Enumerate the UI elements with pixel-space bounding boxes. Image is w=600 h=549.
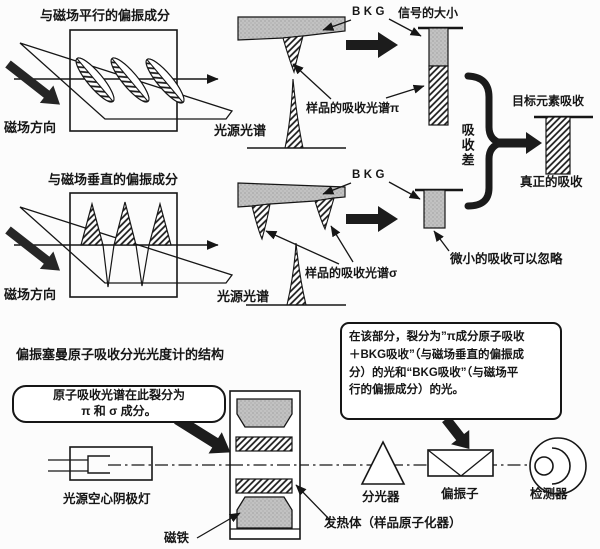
lamp-label: 光源空心阴极灯 (63, 492, 151, 506)
bkg-pointer-arrow-icon (388, 181, 421, 200)
source-line-peak-icon (286, 242, 307, 306)
source-spectrum-label: 光源光谱 (214, 123, 267, 138)
parallel-title: 与磁场平行的偏振成分 (40, 8, 171, 23)
flow-arrow-icon (346, 32, 398, 58)
flow-arrow-icon (346, 206, 398, 232)
heater-label: 发热体（样品原子化器） (324, 516, 462, 530)
parallel-polarization-group (5, 29, 234, 132)
perpendicular-wave-peaks-icon (80, 201, 172, 246)
heater-tube-wall (235, 478, 293, 494)
magnetic-field-arrow-icon (5, 226, 61, 271)
bkg-pointer-arrow-icon (388, 18, 422, 37)
heater-tube-wall (235, 436, 293, 452)
bkg-label: BKG (352, 169, 388, 181)
magnet-leader-line (196, 512, 241, 539)
callout-pointer-arrow-icon (174, 414, 231, 454)
source-line-peak-icon (284, 78, 304, 149)
section-title: 偏振塞曼原子吸收分光光度计的结构 (16, 347, 225, 362)
hollow-cathode-lamp-icon (48, 446, 153, 481)
polarization-plane-icon (19, 206, 234, 284)
polarizer-label: 偏振子 (441, 487, 479, 501)
detector-icon (529, 437, 587, 495)
magnetic-field-arrow-icon (5, 60, 61, 105)
absorption-difference-group (464, 72, 593, 210)
sample-absorption-sigma-label: 样品的吸收光谱σ (305, 266, 398, 280)
polarizer-icon (427, 449, 494, 477)
detector-label: 检测器 (530, 487, 568, 501)
beam-splitter-icon (360, 440, 406, 485)
parallel-wave-leaves-icon (75, 57, 185, 104)
signal-bar-pi-part (428, 65, 449, 126)
wave-trough (102, 244, 115, 288)
negligible-pointer-arrow-icon (433, 230, 450, 252)
bkg-pointer-arrow-icon (322, 182, 352, 195)
sample-pointer-arrow-icon (385, 84, 425, 99)
true-absorption-bar (545, 116, 571, 175)
negligible-absorption-label: 微小的吸收可以忽略 (450, 252, 563, 266)
sample-pointer-arrow-icon (292, 63, 332, 100)
perpendicular-polarization-group (5, 192, 234, 298)
wave-trough (135, 244, 150, 287)
bkg-label: BKG (352, 6, 388, 18)
negligible-bar (423, 189, 446, 229)
detail-callout: 在该部分，裂分为”π成分原子吸收 ＋BKG吸收”（与磁场垂直的偏振成 分）的光和… (340, 322, 562, 420)
sample-pointer-arrow-icon (265, 230, 340, 265)
signal-bar-bkg-part (428, 27, 449, 67)
heater-leader-line (295, 484, 330, 520)
target-element-label: 目标元素吸收 (512, 94, 585, 108)
absorption-difference-label: 吸收差 (459, 123, 475, 168)
difference-arrow-icon (497, 132, 542, 154)
magnetic-direction-label: 磁场方向 (4, 120, 57, 135)
magnet-label: 磁铁 (164, 531, 190, 545)
pi-absorption-dip-icon (282, 35, 304, 74)
magnet-furnace-assembly (229, 390, 301, 540)
sample-pointer-arrow-icon (330, 225, 354, 263)
signal-size-label: 信号的大小 (398, 6, 459, 20)
true-absorption-label: 真正的吸收 (520, 175, 583, 189)
perpendicular-title: 与磁场垂直的偏振成分 (48, 172, 179, 187)
parallel-spectrum-group (237, 16, 463, 149)
sigma-absorption-dip-icon (314, 197, 335, 231)
magnet-pole-bottom-icon (236, 496, 293, 529)
perpendicular-spectrum-group (237, 181, 463, 306)
bkg-pointer-arrow-icon (322, 19, 352, 31)
magnetic-direction-label: 磁场方向 (4, 287, 57, 302)
beam-splitter-label: 分光器 (362, 490, 400, 504)
split-callout: 原子吸收光谱在此裂分为 π 和 σ 成分。 (12, 385, 226, 423)
field-region-box (69, 29, 178, 132)
source-spectrum-label: 光源光谱 (217, 289, 270, 304)
spectrophotometer-group (48, 390, 587, 540)
sigma-absorption-dip-icon (251, 203, 271, 241)
callout-pointer-arrow-icon (442, 415, 470, 449)
sample-absorption-pi-label: 样品的吸收光谱π (306, 101, 400, 115)
magnet-pole-top-icon (236, 398, 293, 428)
